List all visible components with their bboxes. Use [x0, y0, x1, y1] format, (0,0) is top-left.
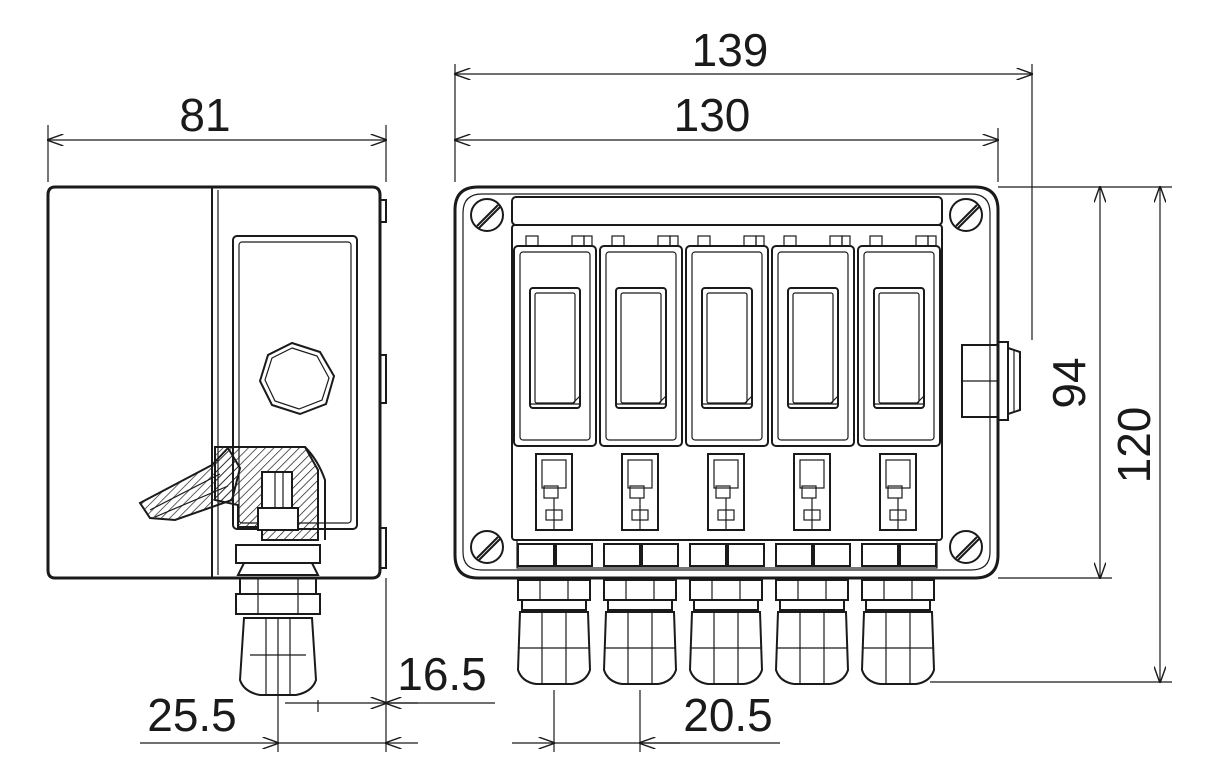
- cable-gland-3: [688, 579, 764, 685]
- dimension-130: 130: [455, 89, 998, 182]
- terminal-strip-2: [603, 543, 679, 567]
- screw-top-right: [949, 198, 983, 232]
- screw-top-left: [470, 198, 504, 232]
- cable-gland-row: [516, 579, 936, 685]
- terminal-strip-1: [517, 543, 593, 567]
- terminal-strip-5: [861, 543, 937, 567]
- dim-label-94: 94: [1043, 357, 1095, 408]
- screw-bottom-right: [949, 530, 983, 564]
- terminal-strip-3: [689, 543, 765, 567]
- hatched-lever: [138, 446, 242, 522]
- breaker-module-5: [857, 235, 941, 531]
- cable-gland-1: [516, 579, 592, 685]
- front-view: [453, 185, 1021, 685]
- breaker-module-3: [685, 235, 769, 531]
- breaker-module-4: [771, 235, 855, 531]
- dim-label-130: 130: [674, 89, 751, 141]
- screw-bottom-left: [470, 530, 504, 564]
- dim-label-20-5: 20.5: [683, 689, 773, 741]
- breaker-module-2: [599, 235, 683, 531]
- dim-label-139: 139: [692, 24, 769, 76]
- dimension-16-5: 16.5: [285, 578, 495, 752]
- cable-gland-4: [774, 579, 850, 685]
- dim-label-25-5: 25.5: [147, 689, 237, 741]
- cable-gland-5: [860, 579, 936, 685]
- dimension-25-5: 25.5: [140, 618, 418, 752]
- dim-label-81: 81: [179, 89, 230, 141]
- side-view: [46, 185, 387, 696]
- cable-gland-2: [602, 579, 678, 685]
- breaker-row: [513, 235, 941, 567]
- terminal-strip-4: [775, 543, 851, 567]
- breaker-module-1: [513, 235, 597, 531]
- dimension-81: 81: [48, 89, 386, 182]
- dimension-20-5: 20.5: [512, 689, 780, 752]
- dim-label-16-5: 16.5: [397, 648, 487, 700]
- dimension-94: 94: [998, 187, 1112, 578]
- dimension-120: 120: [930, 187, 1172, 682]
- dimension-139: 139: [455, 24, 1032, 340]
- dim-label-120: 120: [1108, 407, 1160, 484]
